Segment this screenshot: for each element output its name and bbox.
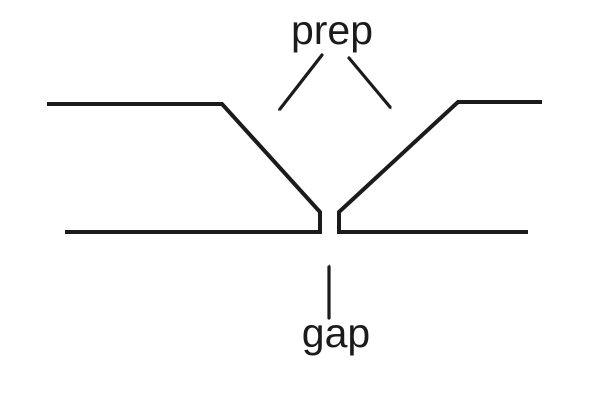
right-plate-outline xyxy=(337,100,542,234)
prep-arrow-right xyxy=(347,56,390,107)
left-plate-outline xyxy=(47,102,322,234)
prep-label: prep xyxy=(291,7,373,53)
gap-label: gap xyxy=(302,310,370,356)
prep-arrow-left xyxy=(280,53,324,109)
